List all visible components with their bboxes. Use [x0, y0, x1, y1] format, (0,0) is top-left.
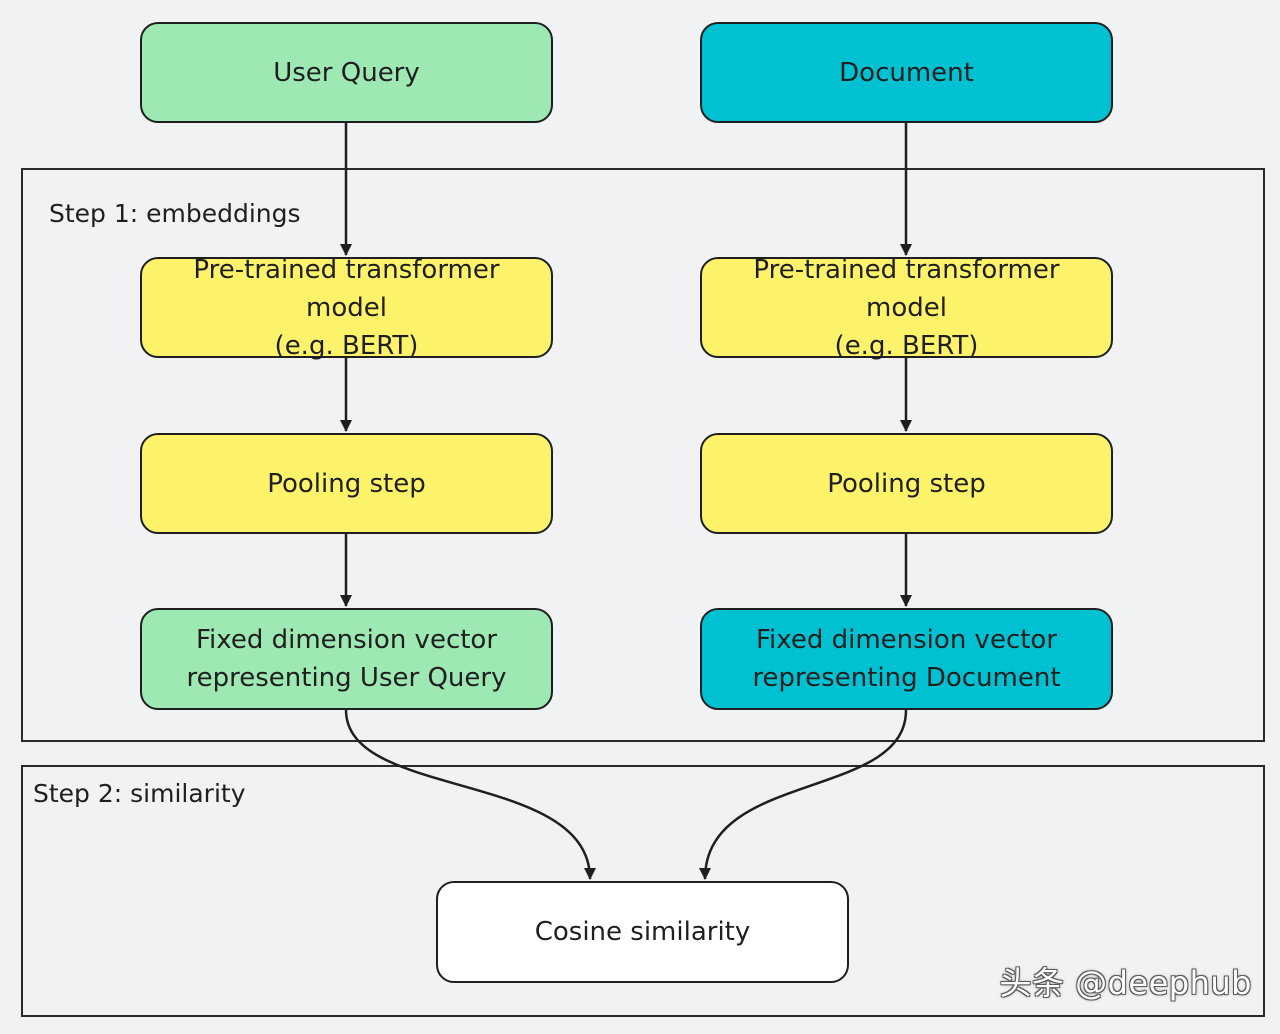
- transformer-model-left-label: Pre-trained transformer model (e.g. BERT…: [193, 254, 500, 361]
- user-query-node: User Query: [140, 22, 553, 123]
- document-node: Document: [700, 22, 1113, 123]
- pooling-step-left-label: Pooling step: [267, 468, 426, 499]
- user-query-vector-node: Fixed dimension vector representing User…: [140, 608, 553, 710]
- similarity-group-label: Step 2: similarity: [33, 779, 246, 808]
- transformer-model-right-node: Pre-trained transformer model (e.g. BERT…: [700, 255, 1113, 361]
- similarity-group: [21, 765, 1265, 1017]
- embeddings-group: [21, 168, 1265, 742]
- user-query-vector-label: Fixed dimension vector representing User…: [186, 625, 507, 693]
- user-query-label: User Query: [273, 57, 420, 88]
- embeddings-group-label: Step 1: embeddings: [49, 199, 301, 228]
- transformer-model-left-node: Pre-trained transformer model (e.g. BERT…: [140, 255, 553, 361]
- pooling-step-left-node: Pooling step: [140, 433, 553, 534]
- document-label: Document: [839, 57, 974, 88]
- cosine-similarity-label: Cosine similarity: [534, 917, 751, 947]
- transformer-model-right-label: Pre-trained transformer model (e.g. BERT…: [753, 254, 1060, 361]
- document-vector-label: Fixed dimension vector representing Docu…: [752, 625, 1061, 693]
- pooling-step-right-node: Pooling step: [700, 433, 1113, 534]
- watermark-text: 头条 @deephub: [999, 964, 1252, 1002]
- pooling-step-right-label: Pooling step: [827, 468, 986, 499]
- cosine-similarity-node: Cosine similarity: [436, 881, 849, 983]
- document-vector-node: Fixed dimension vector representing Docu…: [700, 608, 1113, 710]
